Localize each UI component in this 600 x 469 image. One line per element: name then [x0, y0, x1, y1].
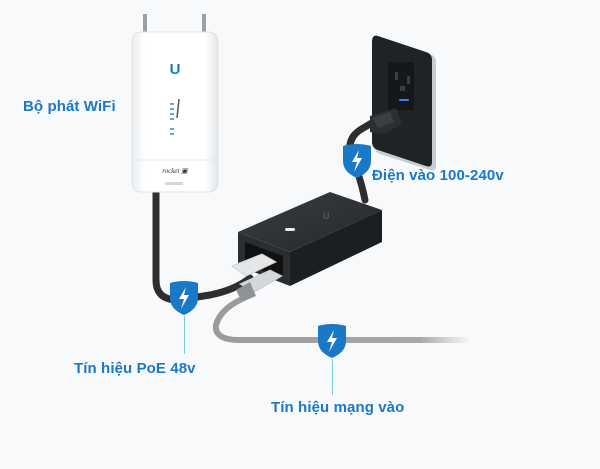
poe-leader-line: [184, 316, 185, 354]
wifi-device-label: Bộ phát WiFi: [23, 98, 116, 115]
power-in-label: Điện vào 100-240v: [372, 167, 504, 184]
network-cable: [212, 297, 473, 343]
model-label: rocket ▣: [162, 167, 189, 175]
injector-logo: U: [323, 211, 330, 221]
network-in-label: Tín hiệu mạng vào: [271, 399, 405, 416]
access-point-device: U rocket ▣: [131, 14, 219, 193]
injector-led: [285, 228, 295, 231]
poe-injector: U: [230, 192, 382, 302]
poe-shield-icon: [169, 280, 199, 316]
network-leader-line: [332, 359, 333, 395]
network-shield-icon: [317, 323, 347, 359]
poe-signal-label: Tín hiệu PoE 48v: [74, 360, 196, 377]
wall-outlet: [370, 35, 436, 171]
ubiquiti-logo: U: [170, 61, 181, 78]
power-shield-icon: [342, 143, 372, 179]
